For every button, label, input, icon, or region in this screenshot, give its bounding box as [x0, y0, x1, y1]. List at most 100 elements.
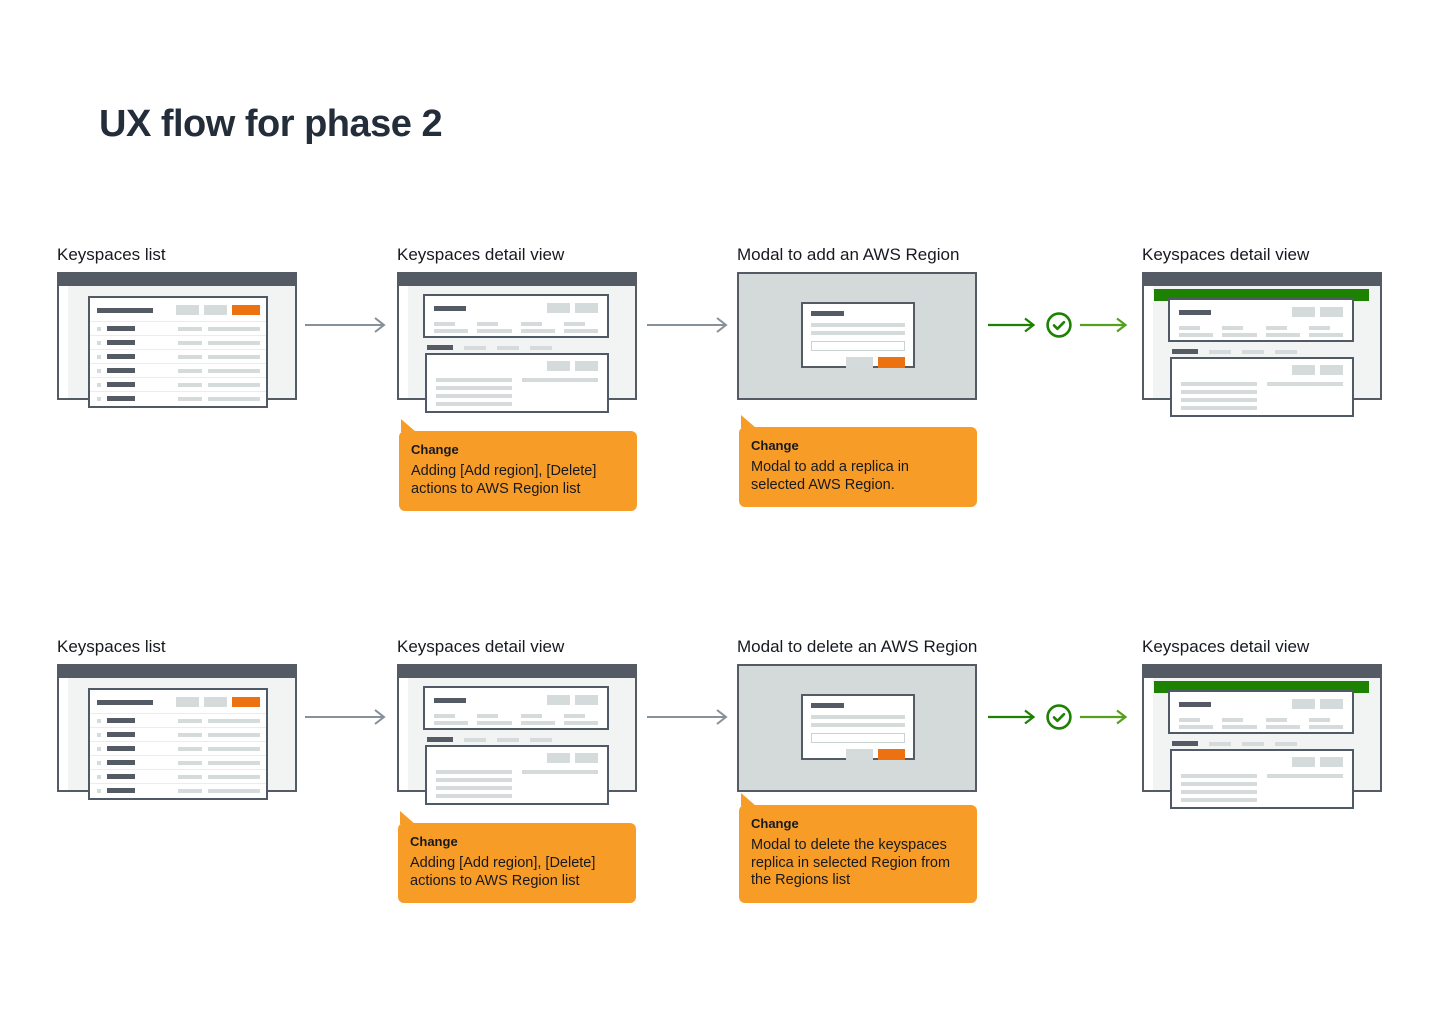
confirm-button-placeholder [878, 749, 905, 760]
button-placeholder [575, 303, 598, 313]
window-sidebar-strip [59, 678, 68, 790]
text-placeholder [107, 774, 135, 779]
cancel-button-placeholder [846, 357, 873, 368]
tab-placeholder [1242, 741, 1264, 746]
table-row [90, 769, 266, 783]
callout-pointer [400, 811, 415, 824]
field-label-placeholder [1308, 718, 1330, 722]
step-label-detail-view: Keyspaces detail view [397, 245, 565, 264]
card-title-placeholder [434, 305, 466, 311]
text-placeholder [208, 326, 260, 331]
text-placeholder [107, 396, 135, 401]
table-row [90, 755, 266, 769]
checkbox-placeholder [97, 732, 101, 737]
field-value-placeholder [563, 329, 598, 333]
text-placeholder [1181, 406, 1257, 410]
active-tab-placeholder [1172, 741, 1198, 746]
primary-button-placeholder [232, 305, 260, 315]
text-placeholder [178, 396, 202, 401]
callout-body: Adding [Add region], [Delete] actions to… [410, 855, 596, 889]
field-value-placeholder [434, 721, 469, 725]
table-row [90, 713, 266, 727]
text-placeholder [1181, 798, 1257, 802]
change-callout: Change Adding [Add region], [Delete] act… [399, 419, 637, 512]
text-placeholder [178, 368, 202, 373]
button-placeholder [176, 697, 199, 707]
field-label-placeholder [477, 714, 499, 718]
callout-body: Modal to add a replica in selected AWS R… [751, 459, 909, 493]
window-sidebar-strip [59, 286, 68, 398]
table-row [90, 391, 266, 405]
list-column [436, 770, 512, 798]
field-value-placeholder [520, 329, 555, 333]
button-placeholder [575, 695, 598, 705]
delete-region-modal-thumbnail [737, 664, 977, 792]
field-value-placeholder [477, 329, 512, 333]
button-placeholder [547, 361, 570, 371]
field-column [520, 322, 555, 333]
checkbox-placeholder [97, 746, 101, 751]
table-card [88, 688, 268, 800]
text-placeholder [178, 326, 202, 331]
text-placeholder [178, 788, 202, 793]
field-column [477, 714, 512, 725]
arrow-right-icon [305, 317, 386, 333]
text-placeholder [208, 368, 260, 373]
text-placeholder [436, 770, 512, 774]
table-row [90, 321, 266, 335]
tabs-placeholder [427, 345, 552, 350]
button-placeholder [1320, 307, 1343, 317]
window-sidebar-strip [1144, 286, 1153, 398]
arrow-right-green-icon [1080, 709, 1128, 725]
text-placeholder [178, 354, 202, 359]
step-label-keyspaces-list: Keyspaces list [57, 637, 166, 656]
text-placeholder [436, 378, 512, 382]
text-placeholder [178, 340, 202, 345]
modal-title-placeholder [811, 311, 844, 316]
regions-list-card [1170, 357, 1354, 417]
text-placeholder [178, 718, 202, 723]
field-column [1308, 718, 1343, 729]
callout-pointer [741, 415, 756, 428]
active-tab-placeholder [1172, 349, 1198, 354]
text-placeholder [522, 770, 598, 774]
button-placeholder [547, 695, 570, 705]
table-row [90, 363, 266, 377]
modal-text-placeholder [811, 323, 905, 327]
text-placeholder [436, 402, 512, 406]
regions-list-card [1170, 749, 1354, 809]
summary-card [423, 294, 609, 338]
checkbox-placeholder [97, 396, 101, 401]
list-column [1267, 382, 1343, 410]
success-check-icon [1046, 312, 1072, 338]
button-placeholder [1292, 307, 1315, 317]
step-label-modal: Modal to delete an AWS Region [737, 637, 978, 656]
text-placeholder [436, 394, 512, 398]
change-callout: Change Modal to add a replica in selecte… [739, 415, 977, 508]
field-label-placeholder [1179, 326, 1201, 330]
tab-placeholder [530, 345, 552, 350]
button-placeholder [204, 697, 227, 707]
tab-placeholder [530, 737, 552, 742]
text-placeholder [1181, 774, 1257, 778]
field-value-placeholder [1179, 333, 1214, 337]
table-row [90, 377, 266, 391]
field-label-placeholder [1179, 718, 1201, 722]
field-column [563, 322, 598, 333]
success-check-icon [1046, 704, 1072, 730]
button-placeholder [1292, 757, 1315, 767]
list-column [522, 378, 598, 406]
field-value-placeholder [1308, 333, 1343, 337]
keyspaces-detail-success-thumbnail [1142, 272, 1382, 417]
field-label-placeholder [1265, 326, 1287, 330]
checkbox-placeholder [97, 326, 101, 331]
text-placeholder [178, 760, 202, 765]
field-label-placeholder [1222, 718, 1244, 722]
modal-dialog [801, 694, 915, 760]
page-title: UX flow for phase 2 [99, 103, 443, 145]
field-column [1222, 326, 1257, 337]
field-label-placeholder [563, 714, 585, 718]
modal-dialog [801, 302, 915, 368]
field-column [1308, 326, 1343, 337]
tab-placeholder [1275, 741, 1297, 746]
